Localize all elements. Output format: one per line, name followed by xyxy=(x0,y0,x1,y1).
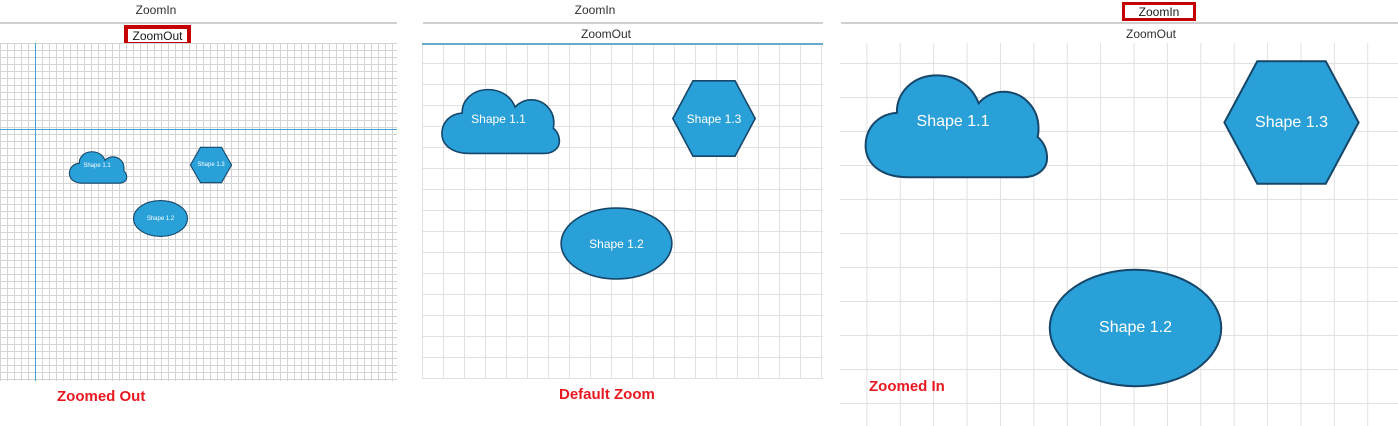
zoom-out-button[interactable]: ZoomOut xyxy=(1125,27,1176,41)
cloud-icon xyxy=(858,60,1048,183)
page-top-border xyxy=(422,43,823,45)
shape-ellipse[interactable]: Shape 1.2 xyxy=(560,207,673,280)
caption-zoomed-out: Zoomed Out xyxy=(57,388,146,405)
shape-label: Shape 1.3 xyxy=(197,162,225,168)
zoom-in-button[interactable]: ZoomIn xyxy=(135,3,177,17)
toolbar-divider xyxy=(841,22,1398,24)
shape-cloud[interactable]: Shape 1.1 xyxy=(437,80,560,157)
shape-cloud[interactable]: Shape 1.1 xyxy=(858,60,1048,183)
shape-hexagon[interactable]: Shape 1.3 xyxy=(190,147,232,183)
shape-hexagon[interactable]: Shape 1.3 xyxy=(1223,60,1360,185)
shape-label: Shape 1.2 xyxy=(1099,319,1172,336)
caption-default-zoom: Default Zoom xyxy=(559,386,655,403)
zoom-in-button[interactable]: ZoomIn xyxy=(1138,4,1180,19)
zoom-in-button[interactable]: ZoomIn xyxy=(574,3,616,17)
shape-label: Shape 1.2 xyxy=(589,236,644,251)
zoom-out-button[interactable]: ZoomOut xyxy=(580,27,631,41)
shape-cloud[interactable]: Shape 1.1 xyxy=(67,147,127,185)
page-origin-hline xyxy=(0,129,397,130)
zoom-out-button[interactable]: ZoomOut xyxy=(132,28,183,43)
hexagon-icon xyxy=(672,80,756,157)
ellipse-icon xyxy=(133,200,188,237)
shape-ellipse[interactable]: Shape 1.2 xyxy=(1048,268,1223,388)
page-origin-vline xyxy=(35,43,36,381)
ellipse-icon xyxy=(1048,268,1223,388)
diagram-canvas-zoomed-out[interactable] xyxy=(0,43,397,381)
toolbar-divider xyxy=(0,22,397,24)
caption-zoomed-in: Zoomed In xyxy=(869,378,945,395)
shape-label: Shape 1.1 xyxy=(471,111,526,126)
shape-label: Shape 1.1 xyxy=(916,112,990,130)
shape-label: Shape 1.3 xyxy=(686,111,742,126)
ellipse-icon xyxy=(560,207,673,280)
shape-label: Shape 1.1 xyxy=(83,163,111,169)
cloud-icon xyxy=(67,147,127,185)
toolbar-divider xyxy=(423,22,823,24)
shape-label: Shape 1.2 xyxy=(146,215,175,222)
hexagon-icon xyxy=(190,147,232,183)
shape-label: Shape 1.3 xyxy=(1255,113,1328,131)
shape-ellipse[interactable]: Shape 1.2 xyxy=(133,200,188,237)
shape-hexagon[interactable]: Shape 1.3 xyxy=(672,80,756,157)
hexagon-icon xyxy=(1223,60,1360,185)
highlight-box-zoomin: ZoomIn xyxy=(1122,2,1196,21)
cloud-icon xyxy=(437,80,560,157)
